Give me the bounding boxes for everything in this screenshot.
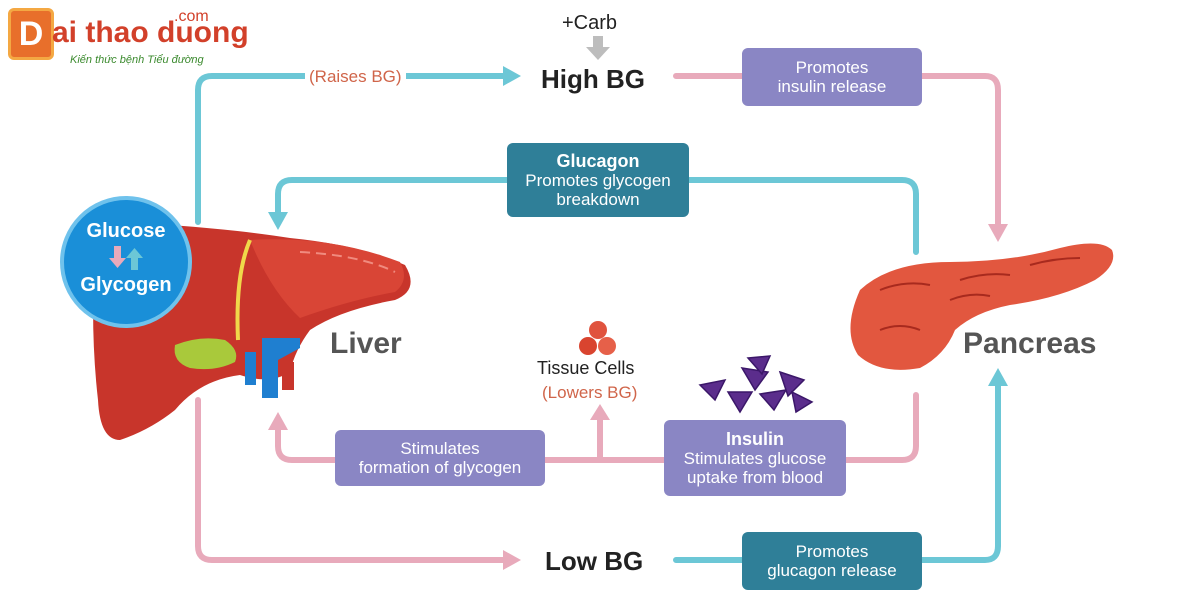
insulin-line-2: uptake from blood xyxy=(686,467,824,487)
stimulates-glycogen-box: Stimulates formation of glycogen xyxy=(335,430,545,486)
insulin-box: Insulin Stimulates glucose uptake from b… xyxy=(664,420,846,496)
pancreas-label: Pancreas xyxy=(963,327,1097,360)
logo-tagline: Kiến thức bệnh Tiểu đường xyxy=(70,54,204,66)
logo-name: ai thao duong xyxy=(52,16,249,49)
insulin-line-1: Stimulates glucose xyxy=(683,448,827,468)
arrow-high-bg-to-pancreas xyxy=(673,73,1001,228)
logo-mark: D xyxy=(8,8,54,60)
promotes-glucagon-line-1: Promotes xyxy=(795,542,869,561)
logo-domain: .com xyxy=(174,8,209,25)
glucose-label: Glucose xyxy=(86,220,166,242)
arrow-liver-to-low-bg xyxy=(195,397,508,563)
glucagon-line-2: breakdown xyxy=(556,189,640,209)
high-bg-label: High BG xyxy=(541,64,645,94)
carb-label: +Carb xyxy=(562,12,618,34)
stimulates-glycogen-line-2: formation of glycogen xyxy=(358,458,522,477)
raises-bg-label: (Raises BG) xyxy=(305,67,406,87)
stimulates-glycogen-line-1: Stimulates xyxy=(400,439,480,458)
promotes-glucagon-box: Promotes glucagon release xyxy=(742,532,922,590)
promotes-glucagon-line-2: glucagon release xyxy=(767,561,897,580)
promotes-insulin-box: Promotes insulin release xyxy=(742,48,922,106)
glucose-glycogen-circle: Glucose Glycogen xyxy=(60,196,192,328)
promotes-insulin-line-2: insulin release xyxy=(777,77,887,96)
arrow-insulin-to-liver xyxy=(275,392,919,463)
conversion-arrows-icon xyxy=(109,246,143,270)
arrow-liver-to-high-bg xyxy=(195,73,508,225)
tissue-cells-label: Tissue Cells xyxy=(537,358,635,378)
insulin-title: Insulin xyxy=(726,428,784,449)
low-bg-label: Low BG xyxy=(545,546,644,576)
down-arrow-icon xyxy=(586,36,610,60)
glucagon-box: Glucagon Promotes glycogen breakdown xyxy=(507,143,689,217)
glucagon-title: Glucagon xyxy=(556,150,640,171)
promotes-insulin-line-1: Promotes xyxy=(795,58,869,77)
lowers-bg-label: (Lowers BG) xyxy=(542,383,638,402)
glucagon-line-1: Promotes glycogen xyxy=(525,170,671,190)
glycogen-label: Glycogen xyxy=(80,274,172,296)
arrow-low-bg-to-pancreas xyxy=(673,382,1001,563)
liver-label: Liver xyxy=(330,327,402,360)
